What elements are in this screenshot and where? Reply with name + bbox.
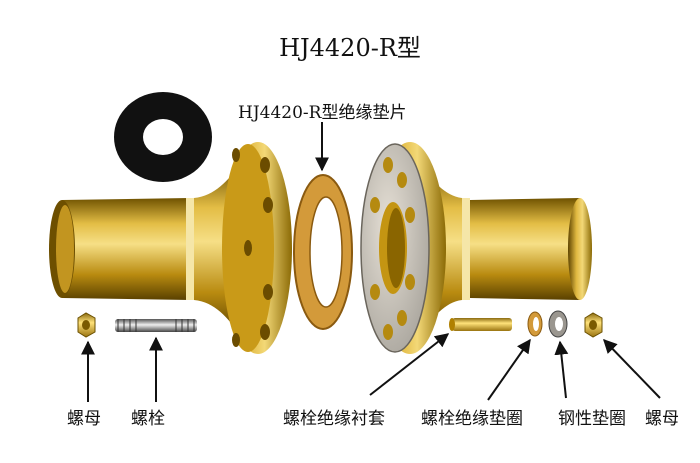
- nut-right: [584, 312, 603, 338]
- nut-right-arrow: [603, 338, 661, 399]
- label-nut-left: 螺母: [67, 409, 101, 429]
- label-nut-right: 螺母: [645, 409, 679, 429]
- label-steel-washer: 钢性垫圈: [558, 409, 626, 429]
- left-pipe-flange: [49, 142, 292, 354]
- bolt-insulating-sleeve: [449, 318, 512, 331]
- bolt-stud: [115, 319, 197, 332]
- right-pipe-flange: [360, 142, 592, 354]
- insulating-washer-arrow: [487, 338, 531, 401]
- gasket-callout-label: HJ4420-R型绝缘垫片: [238, 103, 407, 123]
- rubber-gasket-sample: [114, 92, 212, 182]
- bolt-insulating-washer: [527, 311, 543, 337]
- steel-washer: [548, 310, 568, 338]
- callout-arrows: [81, 122, 661, 402]
- diagram-title: HJ4420-R型: [279, 34, 421, 62]
- label-bolt: 螺栓: [131, 409, 165, 429]
- label-bolt-insulating-washer: 螺栓绝缘垫圈: [421, 409, 523, 429]
- label-bolt-sleeve: 螺栓绝缘衬套: [283, 409, 385, 429]
- sleeve-arrow: [369, 333, 450, 396]
- insulating-gasket: [293, 174, 353, 330]
- nut-left: [77, 312, 96, 338]
- steel-washer-arrow: [554, 340, 569, 399]
